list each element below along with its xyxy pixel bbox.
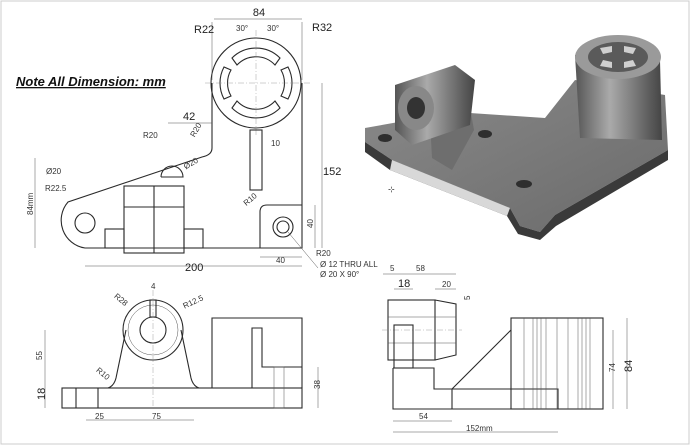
dim-84: 84: [253, 7, 265, 19]
hole-callout-csk: Ø 20 X 90°: [320, 270, 359, 279]
hole-callout-thru: Ø 12 THRU ALL: [320, 260, 378, 269]
dim-dia20-hole: Ø20: [46, 167, 62, 176]
dim-40-horizontal: 40: [276, 256, 285, 265]
dim-r20-fillet: R20: [143, 131, 158, 140]
counterbore-hole: [272, 216, 294, 238]
dim-58: 58: [416, 264, 425, 273]
dim-40-vertical: 40: [306, 219, 315, 228]
isometric-render: ⊹: [365, 35, 668, 240]
dim-25: 25: [95, 412, 104, 421]
dim-r22: R22: [194, 24, 214, 36]
dim-20: 20: [442, 280, 451, 289]
dim-r10: R10: [242, 191, 259, 208]
dim-18: 18: [36, 388, 48, 400]
dim-152: 152: [323, 166, 341, 178]
dim-200: 200: [185, 262, 203, 274]
dim-54: 54: [419, 412, 428, 421]
dim-r10: R10: [94, 366, 111, 383]
dim-r20-corner: R20: [188, 121, 203, 139]
dim-74: 74: [608, 363, 617, 372]
side-view: 5 58 18 20 5 74 84 54 152mm: [382, 264, 635, 433]
dim-r32: R32: [312, 22, 332, 34]
dim-angle-right: 30°: [267, 24, 279, 33]
dim-18: 18: [398, 278, 410, 290]
axis-triad-icon: ⊹: [388, 185, 395, 194]
slot-arc-left: [219, 66, 232, 100]
dim-10: 10: [271, 139, 280, 148]
dim-angle-left: 30°: [236, 24, 248, 33]
dim-84mm: 84mm: [26, 192, 35, 215]
dim-5-top: 5: [390, 264, 395, 273]
dim-75: 75: [152, 412, 161, 421]
dim-r22-5: R22.5: [45, 184, 67, 193]
dim-38: 38: [313, 380, 322, 389]
dim-84: 84: [623, 360, 635, 372]
center-slot: [249, 129, 263, 191]
top-view: 84 R22 R32 30° 30° 42 R20 R20 Ø20 Ø20 R2…: [26, 7, 378, 279]
dim-55: 55: [35, 351, 44, 360]
front-view: 4 R28 R12.5 55 R10 18 25 75 38: [35, 282, 322, 421]
lobe-hole: [74, 212, 96, 234]
slot-arc-right: [280, 66, 293, 100]
dim-152mm: 152mm: [466, 424, 493, 433]
units-note: Note All Dimension: mm: [16, 74, 166, 89]
dim-5-taper: 5: [463, 295, 472, 300]
dim-r12-5: R12.5: [182, 293, 206, 310]
dim-r28: R28: [112, 292, 129, 309]
dim-4: 4: [151, 282, 156, 291]
dim-r20-bottom: R20: [316, 249, 331, 258]
dim-42: 42: [183, 111, 195, 123]
slot-arc-top: [231, 47, 281, 66]
slot-arc-bottom: [231, 100, 281, 119]
